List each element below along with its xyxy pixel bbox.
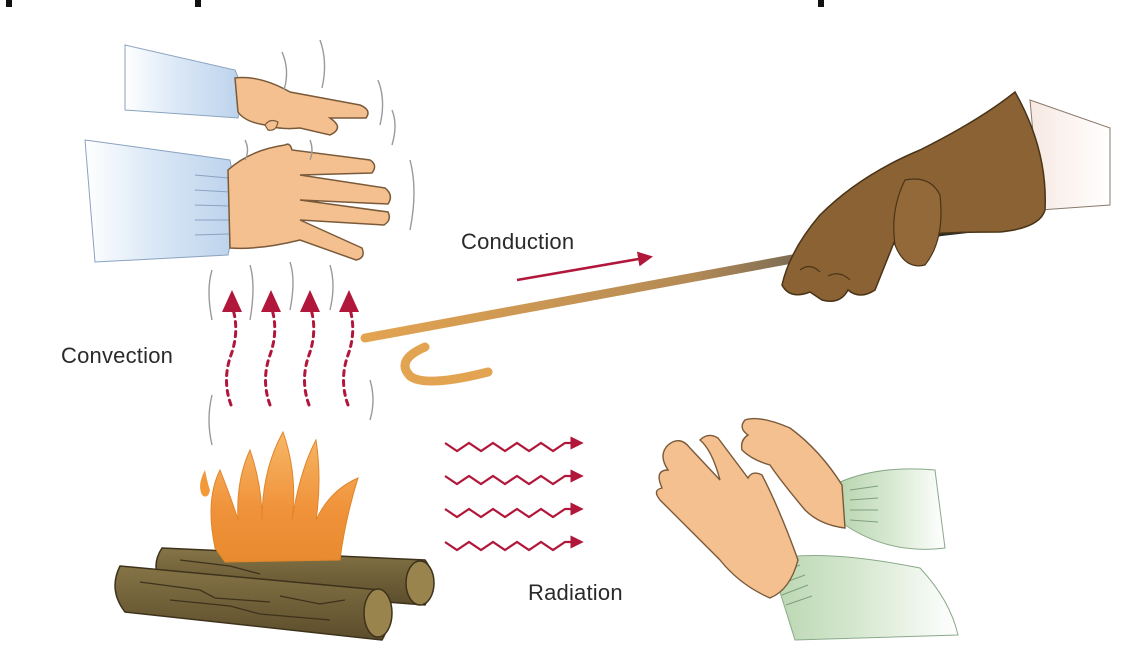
- convection-label: Convection: [61, 343, 174, 368]
- conduction-arrow: [516, 251, 653, 282]
- gloved-hand-poker: [781, 90, 1111, 302]
- hands-above-fire: [84, 39, 415, 263]
- convection-arrows: [208, 261, 374, 446]
- radiation-arrows: [444, 436, 584, 552]
- campfire: [114, 430, 435, 641]
- hands-beside-fire: [655, 417, 959, 641]
- radiation-label: Radiation: [528, 580, 623, 605]
- top-edge-marks: [0, 0, 1140, 8]
- conduction-label: Conduction: [461, 229, 575, 254]
